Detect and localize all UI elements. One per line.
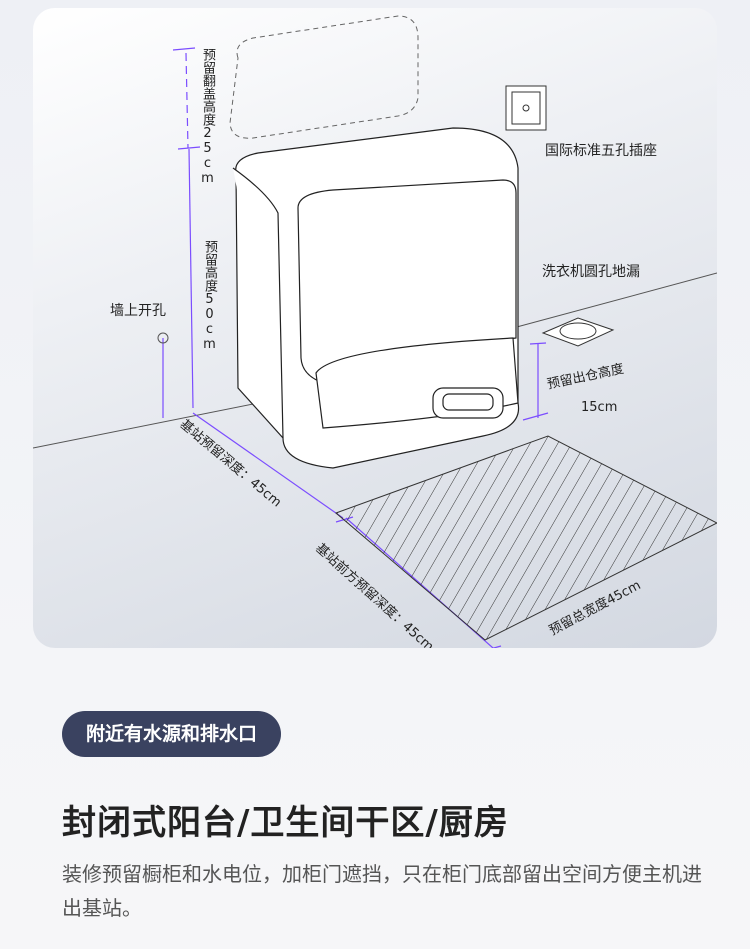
socket-icon bbox=[505, 85, 547, 131]
reserved-area bbox=[335, 435, 717, 641]
wall-hole-icon bbox=[157, 332, 169, 344]
exit-height-value: 15cm bbox=[581, 400, 618, 415]
wall-hole-label: 墙上开孔 bbox=[110, 303, 166, 319]
water-source-badge: 附近有水源和排水口 bbox=[62, 711, 282, 757]
installation-diagram: 预留翻盖高度25cm 预留高度50cm 墙上开孔 国际标准五孔插座 洗衣机圆孔地… bbox=[33, 8, 717, 648]
floor-drain-icon bbox=[541, 317, 615, 347]
floor-drain-label: 洗衣机圆孔地漏 bbox=[542, 264, 640, 280]
height-clearance-label: 预留高度50cm bbox=[202, 240, 217, 352]
wall-floor-line-right bbox=[512, 272, 717, 329]
description: 装修预留橱柜和水电位，加柜门遮挡，只在柜门底部留出空间方便主机进出基站。 bbox=[62, 862, 702, 920]
base-station bbox=[232, 127, 520, 469]
socket-label: 国际标准五孔插座 bbox=[545, 143, 657, 159]
diagram-drawing bbox=[33, 15, 717, 648]
lid-outline bbox=[229, 15, 419, 139]
page-heading: 封闭式阳台/卫生间干区/厨房 bbox=[62, 803, 509, 843]
lid-clearance-label: 预留翻盖高度25cm bbox=[200, 48, 215, 186]
